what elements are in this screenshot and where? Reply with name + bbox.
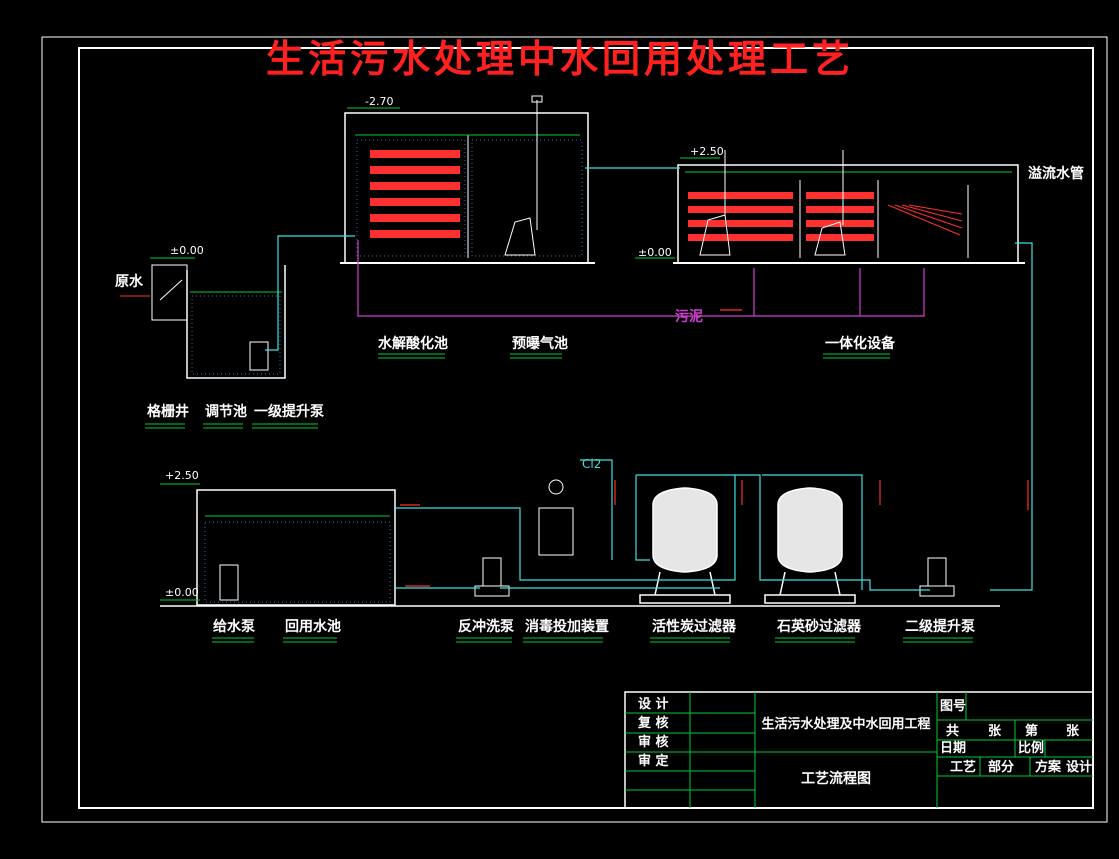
pipes-top	[265, 167, 1033, 591]
label-supply-pump: 给水泵	[213, 618, 255, 635]
label-grille-well: 格栅井	[147, 403, 189, 420]
tb-craft: 工艺	[950, 759, 976, 775]
disinfect-unit	[538, 479, 574, 556]
drawing-title: 生活污水处理中水回用处理工艺	[266, 36, 854, 81]
label-integrated: 一体化设备	[825, 335, 896, 352]
outer-frame	[41, 36, 1108, 823]
label-backwash-pump: 反冲洗泵	[458, 618, 514, 635]
tb-audit: 审 核	[638, 734, 669, 750]
label-lift-pump-1: 一级提升泵	[254, 403, 324, 420]
elev-integrated-top: +2.50	[690, 145, 724, 158]
sand-filter	[764, 487, 856, 604]
pipes-bottom	[395, 459, 930, 591]
integrated-equipment	[635, 150, 1025, 264]
tb-approve: 审 定	[638, 753, 669, 769]
label-overflow: 溢流水管	[1028, 165, 1084, 182]
tb-scale: 比例	[1018, 740, 1044, 756]
tb-drawing-no: 图号	[940, 699, 966, 714]
label-carbon-filter: 活性炭过滤器	[652, 618, 737, 635]
label-sand-filter: 石英砂过滤器	[776, 618, 862, 635]
sludge-line	[357, 240, 925, 317]
elev-grille: ±0.00	[170, 244, 204, 257]
elev-reuse-top: +2.50	[165, 469, 199, 482]
tb-review: 复 核	[637, 715, 669, 731]
tb-scheme: 方案	[1035, 759, 1062, 775]
label-reuse-tank: 回用水池	[285, 618, 341, 635]
backwash-pump	[474, 557, 510, 597]
lift-pump-2	[919, 557, 955, 597]
tb-design2: 设计	[1066, 759, 1092, 775]
inner-frame	[78, 47, 1094, 809]
regulating-tank	[150, 257, 286, 379]
carbon-filter	[639, 487, 731, 604]
hydrolysis-tank	[340, 95, 595, 264]
label-disinfect: 消毒投加装置	[525, 618, 609, 635]
tb-date: 日期	[940, 741, 966, 756]
label-sludge: 污泥	[675, 308, 703, 325]
tb-total: 共	[946, 723, 959, 739]
tb-drawing: 工艺流程图	[801, 770, 871, 787]
tb-sheet: 张	[1066, 724, 1080, 739]
label-pre-aeration: 预曝气池	[512, 335, 568, 352]
elev-hydrolysis: -2.70	[365, 95, 393, 108]
tb-design: 设 计	[638, 696, 669, 712]
tb-no: 第	[1025, 723, 1038, 739]
label-hydrolysis: 水解酸化池	[378, 335, 448, 352]
tb-sheets: 张	[988, 724, 1002, 739]
label-cl2: Cl2	[582, 457, 601, 471]
elev-reuse-base: ±0.00	[165, 586, 199, 599]
label-lift-pump-2: 二级提升泵	[905, 618, 975, 635]
tb-part: 部分	[988, 759, 1014, 775]
label-regulating: 调节池	[205, 403, 247, 420]
label-raw-water: 原水	[115, 273, 144, 290]
tb-project: 生活污水处理及中水回用工程	[761, 716, 930, 732]
title-block	[624, 691, 1094, 809]
reuse-tank	[160, 483, 396, 606]
elev-integrated-base: ±0.00	[638, 246, 672, 259]
